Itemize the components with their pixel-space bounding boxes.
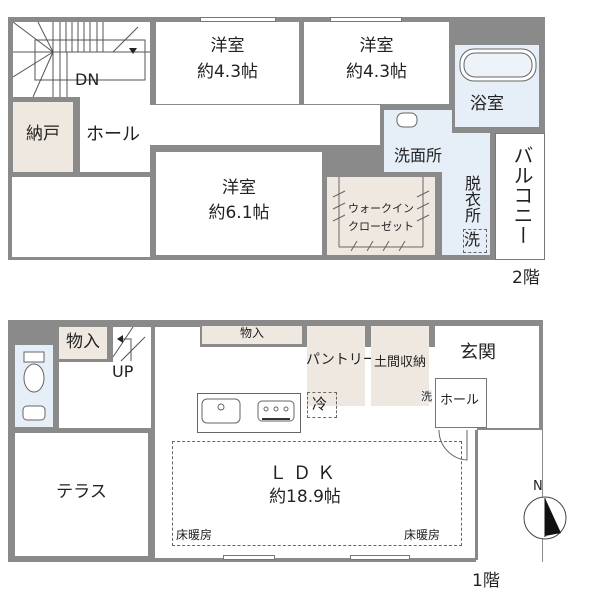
window — [223, 555, 275, 560]
hall-area — [80, 97, 150, 172]
ldk-entry — [155, 327, 200, 347]
dressing-room-label: 脱衣所 — [462, 175, 481, 223]
closet-small — [59, 327, 107, 359]
fridge-space — [307, 392, 337, 418]
storage-room — [13, 102, 73, 172]
void-area — [12, 177, 150, 257]
wall — [475, 430, 478, 560]
bathtub-icon — [459, 48, 537, 82]
stairs-1f — [113, 327, 151, 362]
room-name: 洋室 — [359, 36, 394, 56]
window — [330, 17, 402, 22]
walk-in-closet — [327, 177, 435, 255]
wic-label-line2: クローゼット — [348, 220, 414, 233]
wic-label-line1: ウォークイン — [348, 202, 414, 215]
terrace — [15, 433, 148, 556]
washer-space — [463, 229, 487, 253]
room-name: 洋室 — [222, 178, 256, 198]
washer-label: 洗 — [464, 230, 481, 249]
bathroom-label: 浴室 — [470, 94, 504, 114]
closet-small-label: 物入 — [66, 332, 100, 352]
hall-label: ホール — [86, 124, 140, 145]
storage-room-label: 納戸 — [26, 124, 60, 144]
western-room-center — [156, 152, 322, 255]
entrance-label: 玄関 — [460, 342, 496, 363]
washroom-label: 洗面所 — [393, 146, 442, 165]
floor-heating-label-right: 床暖房 — [404, 528, 441, 542]
entrance-hall-label: ホール — [440, 393, 480, 408]
closet-long — [202, 326, 302, 344]
exterior-approach — [476, 430, 542, 565]
compass-icon — [523, 496, 567, 540]
sink-stove-icon — [201, 398, 295, 424]
entrance-hall — [435, 378, 487, 428]
room-size: 約6.1帖 — [208, 203, 270, 223]
sink-icon — [396, 112, 418, 128]
room-name: 洋室 — [210, 36, 245, 56]
stair-hall — [59, 362, 151, 428]
floor-label-1f: 1階 — [472, 571, 500, 591]
floor-label-2f: 2階 — [512, 268, 540, 288]
ldk-label: ＬＤＫ — [269, 463, 341, 484]
earthen-storage-label: 土間収納 — [373, 355, 426, 370]
compass-label: N — [533, 479, 543, 494]
balcony-label: バルコニー — [510, 145, 534, 245]
room-size: 約4.3帖 — [196, 62, 259, 82]
pantry-label: パントリー — [306, 352, 377, 368]
stairs-up-label: UP — [112, 362, 134, 381]
balcony — [495, 133, 545, 260]
window — [200, 17, 276, 22]
floor-heating-label-left: 床暖房 — [176, 528, 213, 542]
earthen-storage — [371, 326, 429, 406]
washroom — [384, 110, 452, 172]
hanger-rail-icon — [332, 177, 430, 252]
corridor — [150, 105, 380, 145]
stairs-up-icon — [113, 327, 146, 362]
room-size: 約4.3帖 — [345, 62, 408, 82]
closet-long-label: 物入 — [239, 326, 264, 340]
window — [350, 555, 410, 560]
terrace-label: テラス — [56, 482, 107, 502]
toilet-icon — [22, 351, 46, 421]
fridge-label: 冷 — [312, 395, 328, 413]
stairs-down-label: DN — [75, 70, 100, 89]
ldk-size: 約18.9帖 — [269, 487, 341, 507]
western-room-nw — [156, 22, 299, 104]
stairs-icon — [13, 22, 150, 97]
western-room-ne — [304, 22, 449, 104]
floor-heating-area — [172, 441, 462, 546]
dressing-room — [442, 133, 490, 255]
washer-small-label: 洗 — [421, 390, 432, 404]
stairwell — [13, 22, 150, 97]
